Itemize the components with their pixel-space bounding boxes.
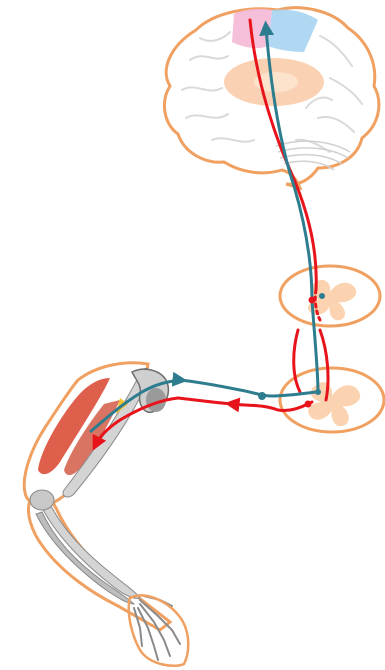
spinal-segment-upper — [280, 266, 380, 326]
arm-anatomy — [24, 363, 188, 666]
brain — [164, 8, 378, 188]
elbow-joint — [30, 490, 54, 510]
ganglion-icon — [258, 392, 266, 400]
